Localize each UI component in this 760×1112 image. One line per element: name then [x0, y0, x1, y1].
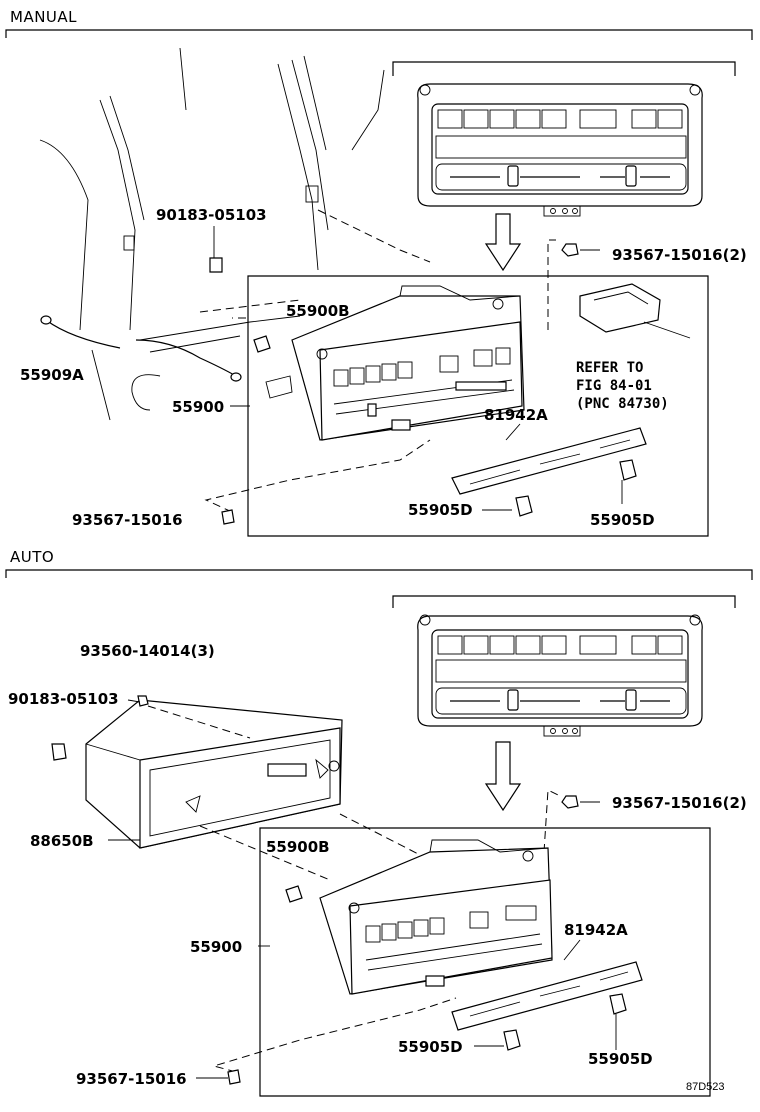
screw-93567-15016-2-auto	[561, 795, 579, 809]
screw-93567-15016	[221, 509, 235, 525]
leader-93567-2-auto	[543, 789, 561, 853]
label-93567-15016-2-auto: 93567-15016(2)	[612, 794, 747, 812]
control-cable-55909a	[40, 315, 242, 382]
label-55905d-right-auto: 55905D	[588, 1050, 653, 1068]
label-93567-15016-auto: 93567-15016	[76, 1070, 187, 1088]
switch-panel-81942a-manual	[451, 427, 647, 495]
label-88650b: 88650B	[30, 832, 94, 850]
knob-55905d-left-manual	[515, 495, 533, 517]
label-90183-05103-auto: 90183-05103	[8, 690, 119, 708]
screw-93560-14014	[137, 695, 149, 707]
control-assembly-55900-manual	[265, 285, 525, 441]
knob-55905d-right-manual	[619, 459, 637, 481]
auto-section-bracket	[5, 569, 753, 580]
section-title-auto: AUTO	[10, 548, 54, 566]
refer-line-1: REFER TO	[576, 360, 643, 376]
label-90183-05103: 90183-05103	[156, 206, 267, 224]
down-arrow-manual	[484, 213, 522, 272]
label-55909a: 55909A	[20, 366, 84, 384]
manual-panel-face-inset	[392, 61, 736, 217]
knob-55905d-right-auto	[609, 993, 627, 1015]
label-55905d-left-auto: 55905D	[398, 1038, 463, 1056]
leader-93567-lower	[204, 439, 431, 513]
knob-55905d-left-auto	[503, 1029, 521, 1051]
label-81942a: 81942A	[484, 406, 548, 424]
label-55900: 55900	[172, 398, 224, 416]
label-55900b-auto: 55900B	[266, 838, 330, 856]
screw-93567-15016-2	[561, 243, 579, 257]
label-55905d-right: 55905D	[590, 511, 655, 529]
manual-assembly-box	[247, 275, 709, 537]
dashboard-body-sketch	[39, 47, 385, 421]
label-55900-auto: 55900	[190, 938, 242, 956]
connector-ref-84730	[579, 283, 691, 339]
auto-assembly-box	[259, 827, 711, 1097]
auto-panel-face-inset	[392, 595, 736, 737]
label-93560-14014: 93560-14014(3)	[80, 642, 215, 660]
clip-90183-05103-auto	[51, 743, 67, 761]
switch-panel-81942a-auto	[451, 961, 643, 1031]
refer-line-2: FIG 84-01	[576, 378, 652, 394]
diagram-code: 87D523	[686, 1081, 725, 1093]
screw-93567-15016-auto	[227, 1069, 241, 1085]
leader-93567-lower-auto	[212, 997, 457, 1073]
clip-90183-05103	[209, 257, 223, 273]
screw-55900b	[253, 335, 271, 353]
label-93567-15016-2: 93567-15016(2)	[612, 246, 747, 264]
label-55900b: 55900B	[286, 302, 350, 320]
down-arrow-auto	[484, 741, 522, 812]
bezel-88650b	[85, 699, 343, 849]
leader-93567-2	[547, 239, 556, 330]
section-title-manual: MANUAL	[10, 8, 77, 26]
refer-line-3: (PNC 84730)	[576, 396, 669, 412]
label-55905d-left: 55905D	[408, 501, 473, 519]
screw-55900b-auto	[285, 885, 303, 903]
label-93567-15016: 93567-15016	[72, 511, 183, 529]
control-assembly-55900-auto	[319, 839, 553, 995]
label-81942a-auto: 81942A	[564, 921, 628, 939]
manual-section-bracket	[5, 29, 753, 40]
